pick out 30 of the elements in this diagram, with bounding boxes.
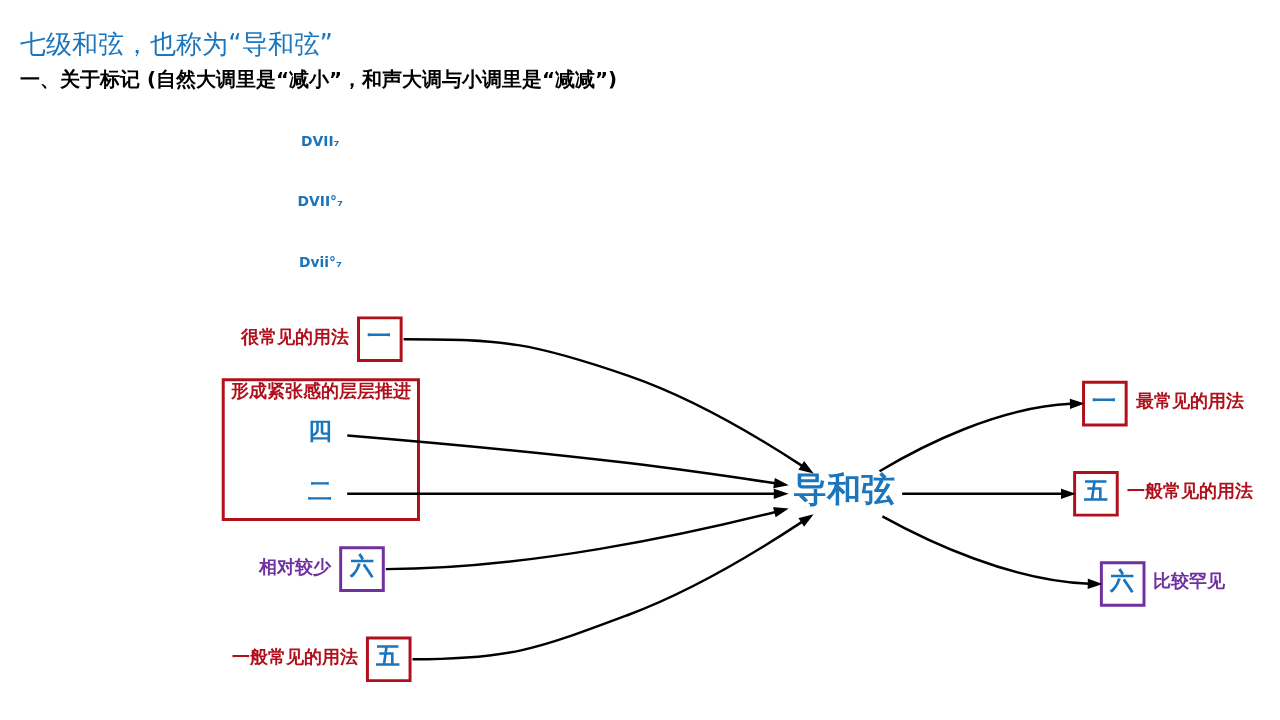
label: DVII₇: [301, 132, 340, 149]
node-label: 相对较少: [258, 555, 331, 577]
node-label: 比较罕见: [1153, 570, 1226, 592]
node-box: 一: [357, 316, 403, 362]
node-box: 六: [339, 546, 385, 592]
node-text: 四: [307, 416, 332, 445]
node-box: 五: [1073, 471, 1119, 517]
arrow: [347, 488, 789, 499]
arrow: [385, 507, 789, 571]
node-label: 一般常见的用法: [1126, 480, 1253, 502]
diagram-title: 七级和弦，也称为“导和弦”: [20, 28, 333, 59]
node-text: 二: [307, 476, 332, 505]
node-box: 一: [1082, 380, 1128, 427]
node-label: 一般常见的用法: [232, 645, 359, 667]
arrow: [403, 337, 814, 474]
node-box: 五: [365, 636, 412, 683]
label: DVII°₇: [297, 193, 344, 210]
node-label: 形成紧张感的层层推进: [231, 380, 412, 402]
node-text: 导和弦: [793, 470, 896, 510]
node-label: 很常见的用法: [241, 325, 350, 347]
node-label: 最常见的用法: [1135, 389, 1244, 411]
arrow: [902, 488, 1076, 499]
arrow: [412, 514, 814, 661]
node-box: 六: [1099, 561, 1146, 607]
label: Dvii°₇: [299, 253, 343, 270]
cluster: [221, 378, 420, 522]
arrow: [878, 398, 1085, 473]
arrow: [881, 515, 1103, 589]
arrow: [347, 434, 789, 489]
label: 一、关于标记 (自然大调里是“减小”，和声大调与小调里是“减减”): [20, 68, 618, 92]
